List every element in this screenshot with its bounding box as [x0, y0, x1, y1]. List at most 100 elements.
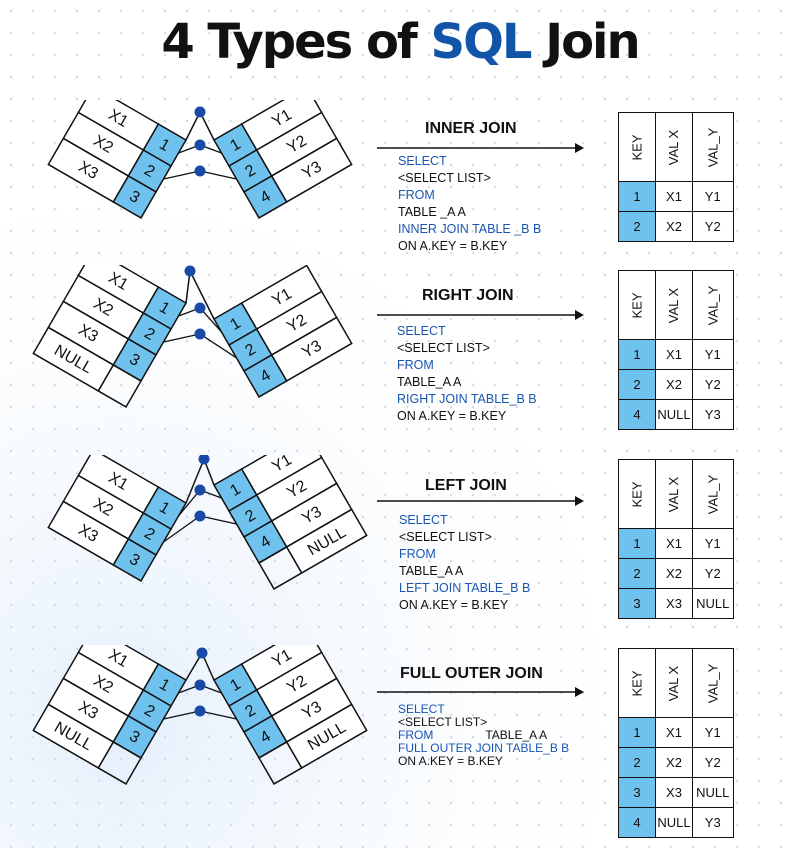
- column-header-label: VAL X: [666, 476, 682, 512]
- title-prefix: 4 Types of: [161, 14, 431, 70]
- value-cell: Y1: [692, 181, 734, 212]
- column-header: VAL_Y: [692, 648, 734, 718]
- sql-line: <SELECT LIST>: [399, 529, 530, 546]
- sql-keyword: FULL OUTER JOIN TABLE_B B: [398, 741, 570, 755]
- value-cell: [270, 316, 353, 382]
- value-cell: X2: [655, 211, 693, 242]
- sql-code: SELECT<SELECT LIST>FROM TABLE_A A RIGHT JO…: [397, 323, 537, 425]
- value-cell: Y3: [692, 807, 734, 838]
- column-header: VAL_Y: [692, 112, 734, 182]
- sql-line: ON A.KEY = B.KEY: [399, 597, 530, 614]
- sql-keyword: FROM: [397, 358, 434, 372]
- value-cell: Y1: [692, 717, 734, 748]
- value-cell: [285, 508, 368, 574]
- sql-line: ON A.KEY = B.KEY: [398, 755, 569, 768]
- column-header: KEY: [618, 112, 656, 182]
- value-cell: [32, 703, 115, 769]
- sql-line: TABLE_A A: [399, 563, 530, 580]
- value-cell: X1: [655, 528, 693, 559]
- key-cell: 4: [618, 399, 656, 430]
- value-cell: X2: [655, 747, 693, 778]
- sql-keyword: INNER JOIN TABLE _B B: [398, 222, 542, 236]
- value-cell: X2: [655, 369, 693, 400]
- match-dot: [194, 679, 206, 691]
- sql-keyword: SELECT: [398, 702, 445, 716]
- sql-line: FROM: [398, 187, 541, 204]
- join-label: RIGHT JOIN: [422, 287, 514, 304]
- key-cell: 2: [618, 558, 656, 589]
- key-cell: 3: [618, 777, 656, 808]
- match-dot: [194, 484, 206, 496]
- column-header-label: VAL_Y: [705, 663, 721, 703]
- column-header: VAL_Y: [692, 459, 734, 529]
- column-header: VAL_Y: [692, 270, 734, 340]
- sql-line: TABLE _A A: [398, 204, 541, 221]
- value-cell: [270, 137, 353, 203]
- join-label: LEFT JOIN: [425, 477, 507, 494]
- sql-keyword: FROM: [399, 547, 436, 561]
- sql-text: TABLE_A A: [397, 375, 462, 389]
- column-header: VAL X: [655, 648, 693, 718]
- sql-text: <SELECT LIST>: [398, 715, 488, 729]
- top-dot: [184, 265, 196, 277]
- sql-line: FROM: [397, 357, 537, 374]
- value-cell: X1: [655, 181, 693, 212]
- match-dot: [194, 165, 206, 177]
- value-cell: NULL: [692, 777, 734, 808]
- value-cell: X1: [655, 339, 693, 370]
- value-cell: [32, 326, 115, 392]
- arrow-icon: [377, 496, 584, 506]
- sql-line: SELECT: [397, 323, 537, 340]
- key-cell: 4: [618, 807, 656, 838]
- column-header-label: KEY: [629, 133, 645, 161]
- arrow-icon: [377, 143, 584, 153]
- sql-text: TABLE _A A: [398, 205, 466, 219]
- column-header-label: KEY: [629, 480, 645, 508]
- value-cell: Y3: [692, 399, 734, 430]
- key-cell: 3: [618, 588, 656, 619]
- sql-text: TABLE_A A: [399, 564, 464, 578]
- key-cell: 1: [618, 528, 656, 559]
- sql-line: <SELECT LIST>: [397, 340, 537, 357]
- arrow-icon: [377, 687, 584, 697]
- title-suffix: Join: [530, 14, 640, 70]
- sql-text: ON A.KEY = B.KEY: [399, 598, 509, 612]
- sql-line: SELECT: [398, 703, 569, 716]
- column-header-label: VAL_Y: [705, 474, 721, 514]
- value-cell: X1: [655, 717, 693, 748]
- sql-text: ON A.KEY = B.KEY: [398, 239, 508, 253]
- value-cell: NULL: [655, 807, 693, 838]
- top-dot: [194, 106, 206, 118]
- top-dot: [198, 455, 210, 465]
- join-label: FULL OUTER JOIN: [400, 665, 543, 682]
- match-dot: [194, 302, 206, 314]
- key-cell: 1: [618, 717, 656, 748]
- value-cell: X3: [655, 588, 693, 619]
- column-header: KEY: [618, 270, 656, 340]
- join-label: INNER JOIN: [425, 120, 517, 137]
- column-header: VAL X: [655, 459, 693, 529]
- column-header: VAL X: [655, 112, 693, 182]
- sql-line: RIGHT JOIN TABLE_B B: [397, 391, 537, 408]
- sql-line: ON A.KEY = B.KEY: [397, 408, 537, 425]
- value-cell: NULL: [655, 399, 693, 430]
